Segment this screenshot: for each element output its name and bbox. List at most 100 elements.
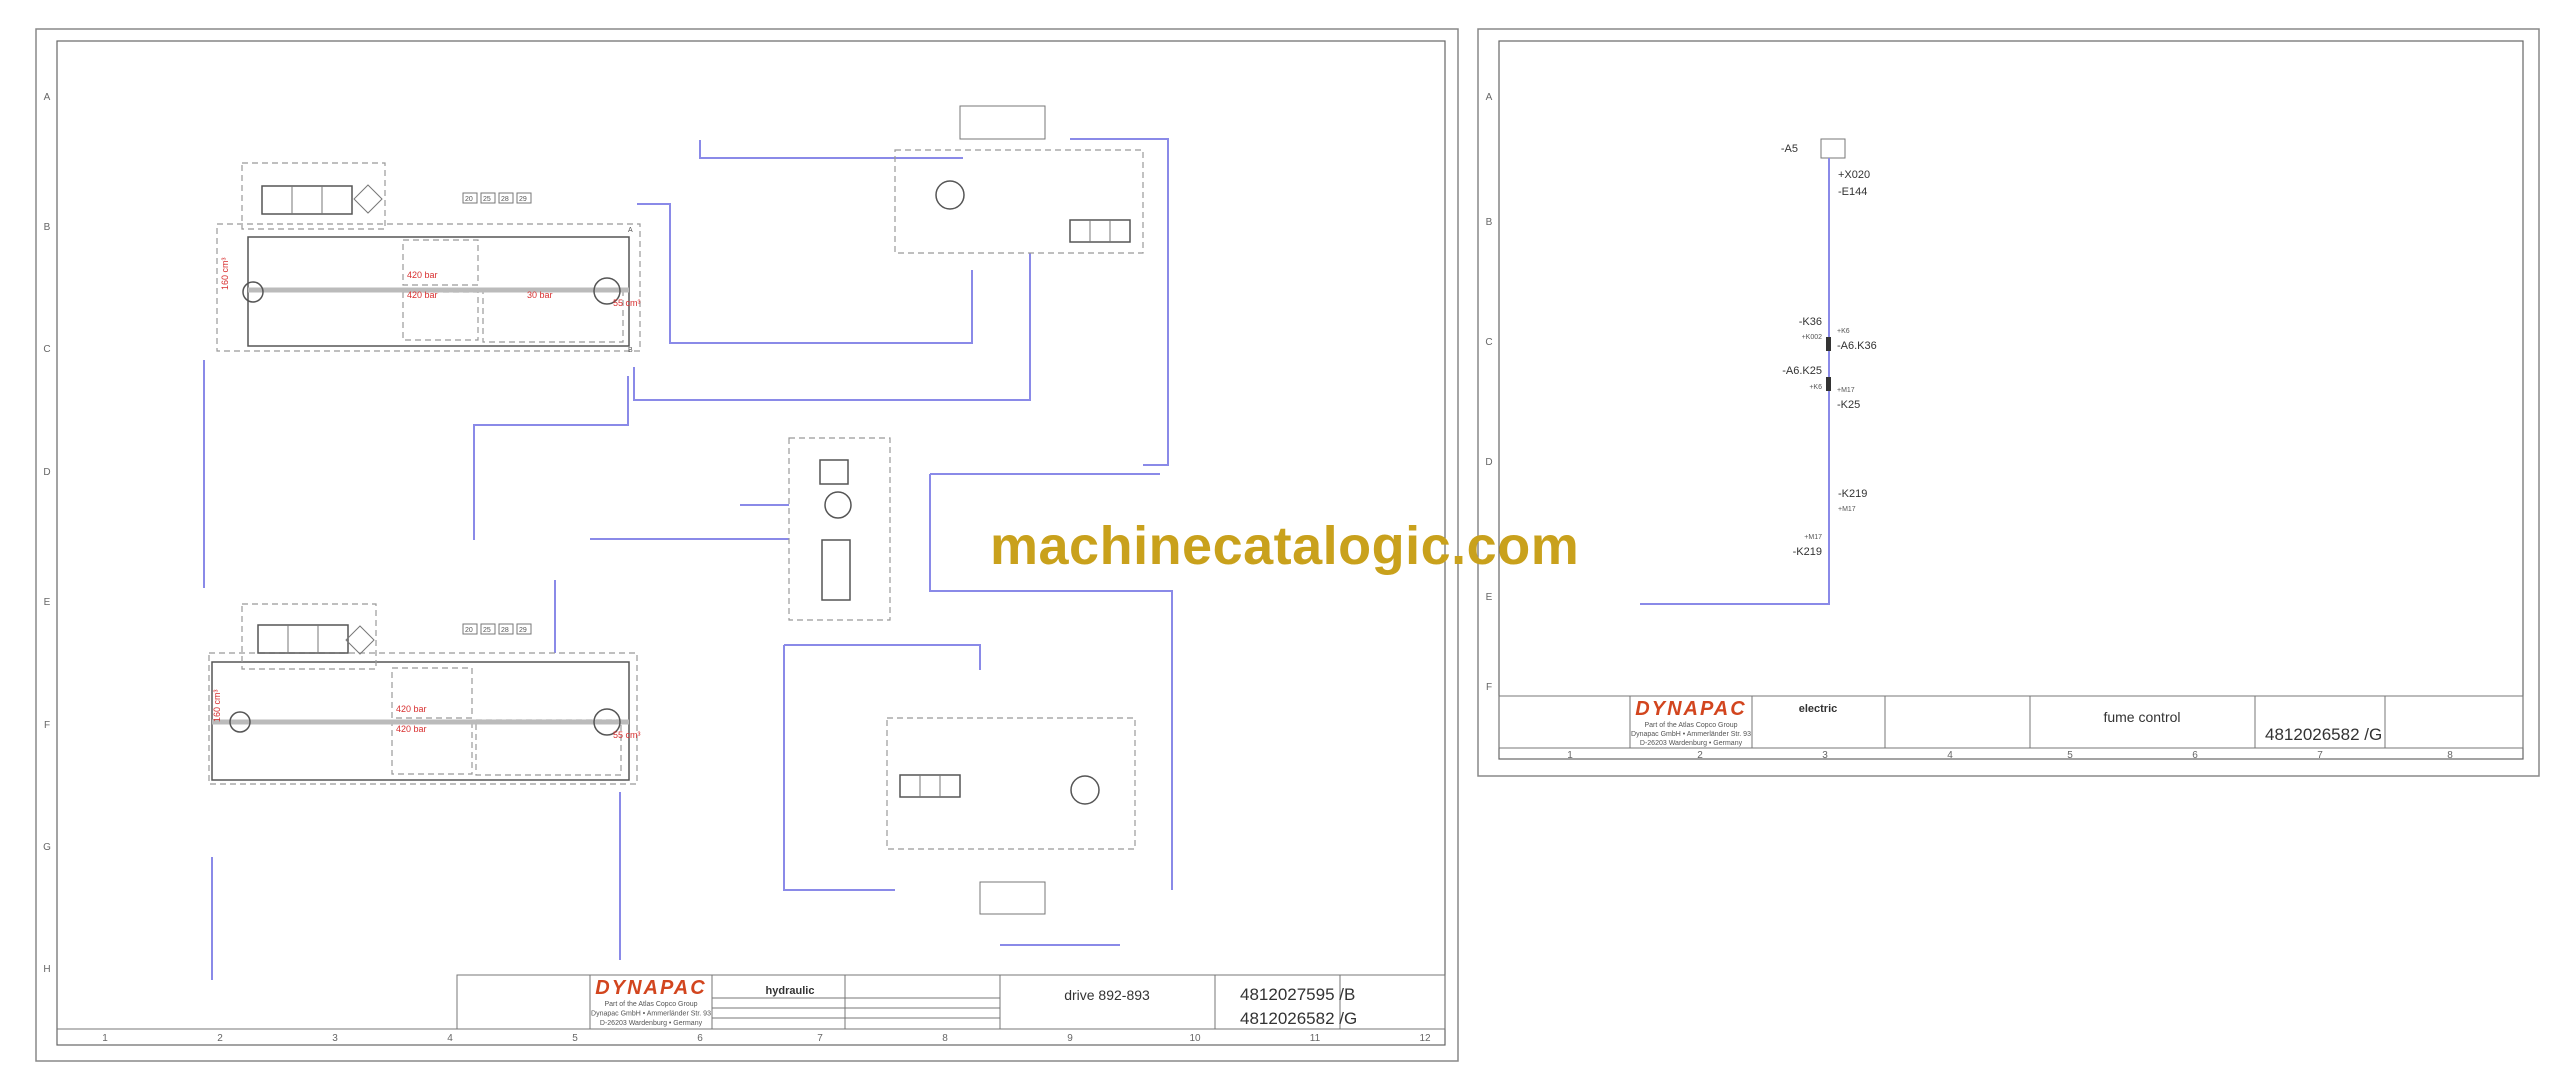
left-row-letters: A B C D E F G H bbox=[43, 92, 51, 975]
dynapac-logo: DYNAPAC bbox=[1635, 698, 1746, 720]
motor-symbol bbox=[1070, 775, 1100, 805]
left-sheet-frame bbox=[56, 40, 1446, 1046]
column-number: 12 bbox=[1419, 1033, 1431, 1044]
row-letter: A bbox=[44, 92, 51, 103]
right-sheet-border bbox=[1477, 28, 2540, 777]
relief-valve-group bbox=[402, 291, 479, 341]
row-letter: G bbox=[43, 842, 51, 853]
tag-label: 25 bbox=[483, 627, 491, 634]
row-letter: E bbox=[1486, 592, 1493, 603]
sheet-category: hydraulic bbox=[766, 985, 815, 997]
title-block-frame bbox=[456, 974, 1446, 1030]
component-label: -K219 bbox=[1838, 488, 1867, 500]
dynapac-logo: DYNAPAC bbox=[595, 977, 706, 999]
pump-displacement-label: 160 cm³ bbox=[212, 689, 222, 722]
pressure-label: 420 bar bbox=[407, 270, 438, 280]
component-label: +X020 bbox=[1838, 169, 1870, 181]
sheet-title: fume control bbox=[2103, 709, 2180, 725]
center-valve-assembly bbox=[788, 437, 891, 621]
tag-label: 29 bbox=[519, 627, 527, 634]
column-number: 4 bbox=[1947, 750, 1953, 761]
assembly-boundary bbox=[788, 437, 891, 621]
logo-subtitle: Part of the Atlas Copco Group bbox=[605, 1001, 698, 1008]
column-number: 3 bbox=[1822, 750, 1828, 761]
valve-symbol bbox=[819, 459, 849, 485]
solenoid-valve bbox=[1069, 219, 1131, 243]
column-number: 6 bbox=[697, 1033, 703, 1044]
row-letter: H bbox=[43, 964, 50, 975]
tag-row-bottom: 20 25 28 29 bbox=[462, 623, 532, 635]
assembly-boundary bbox=[894, 149, 1144, 254]
watermark: machinecatalogic.com bbox=[990, 516, 1580, 576]
row-letter: C bbox=[43, 344, 50, 355]
row-letter: E bbox=[44, 597, 51, 608]
variable-pump-symbol bbox=[242, 281, 264, 303]
tag-box bbox=[516, 192, 532, 204]
column-number: 11 bbox=[1310, 1033, 1321, 1044]
column-number: 1 bbox=[1567, 750, 1573, 761]
left-sheet-border bbox=[35, 28, 1459, 1062]
row-letter: B bbox=[44, 222, 51, 233]
pressure-label: 420 bar bbox=[396, 704, 427, 714]
row-letter: B bbox=[1486, 217, 1493, 228]
hydraulic-line bbox=[633, 253, 1031, 401]
sheet-category: electric bbox=[1799, 703, 1838, 715]
component-label: +M17 bbox=[1837, 387, 1855, 394]
charge-valve-group bbox=[482, 289, 624, 343]
control-valve-boundary bbox=[241, 603, 377, 670]
row-letter: A bbox=[1486, 92, 1493, 103]
component-label: -A6.K36 bbox=[1837, 340, 1877, 352]
column-number: 8 bbox=[2447, 750, 2453, 761]
column-number: 6 bbox=[2192, 750, 2198, 761]
relay-contact bbox=[1826, 377, 1831, 391]
directional-valve bbox=[261, 185, 353, 215]
column-number: 10 bbox=[1189, 1033, 1201, 1044]
control-valve-boundary bbox=[241, 162, 386, 230]
tag-box bbox=[462, 623, 478, 635]
column-number: 2 bbox=[1697, 750, 1703, 761]
top-right-valve-assembly bbox=[894, 105, 1144, 254]
component-label: -K25 bbox=[1837, 399, 1860, 411]
row-letter: D bbox=[43, 467, 50, 478]
tag-label: 29 bbox=[519, 196, 527, 203]
logo-subtitle: Part of the Atlas Copco Group bbox=[1645, 722, 1738, 729]
component-label: +M17 bbox=[1804, 534, 1822, 541]
tag-label: 25 bbox=[483, 196, 491, 203]
relay-contact bbox=[1826, 337, 1831, 351]
top-drive-pump-unit: 160 cm³ 420 bar 420 bar 30 bar 55 cm³ 20… bbox=[216, 162, 641, 354]
assembly-boundary bbox=[886, 717, 1136, 850]
row-letter: F bbox=[1486, 682, 1492, 693]
component-box bbox=[959, 105, 1046, 140]
motor-symbol bbox=[935, 180, 965, 210]
pump-displacement-label: 55 cm³ bbox=[613, 298, 641, 308]
right-column-numbers: 1 2 3 4 5 6 7 8 bbox=[1567, 750, 2453, 761]
relief-valve-group bbox=[391, 667, 473, 719]
company-address-line-1: Dynapac GmbH • Ammerländer Str. 93 bbox=[1631, 731, 1751, 738]
tag-label: 20 bbox=[465, 627, 473, 634]
filter-symbol bbox=[353, 184, 383, 214]
bottom-right-valve-assembly bbox=[886, 717, 1136, 915]
filter-symbol bbox=[345, 625, 375, 655]
tag-label: 28 bbox=[501, 196, 509, 203]
solenoid-valve bbox=[821, 539, 851, 601]
tag-box bbox=[498, 192, 514, 204]
hydraulic-line bbox=[1070, 138, 1169, 466]
pressure-label: 420 bar bbox=[407, 290, 438, 300]
column-number: 4 bbox=[447, 1033, 453, 1044]
component-label: -E144 bbox=[1838, 186, 1867, 198]
component-label: +M17 bbox=[1838, 506, 1856, 513]
pump-unit-boundary bbox=[208, 652, 638, 785]
hydraulic-line bbox=[929, 474, 1173, 890]
row-letter: D bbox=[1485, 457, 1492, 468]
hydraulic-line bbox=[699, 140, 963, 159]
right-title-block: DYNAPAC Part of the Atlas Copco Group Dy… bbox=[1498, 695, 2524, 749]
component-label: +K6 bbox=[1809, 384, 1822, 391]
tag-box bbox=[480, 192, 496, 204]
column-number: 3 bbox=[332, 1033, 338, 1044]
column-number: 5 bbox=[2067, 750, 2073, 761]
right-sheet-frame bbox=[1498, 40, 2524, 760]
title-block-frame bbox=[1498, 695, 2524, 749]
left-column-numbers: 1 2 3 4 5 6 7 8 9 10 11 12 bbox=[102, 1033, 1431, 1044]
tag-box bbox=[462, 192, 478, 204]
